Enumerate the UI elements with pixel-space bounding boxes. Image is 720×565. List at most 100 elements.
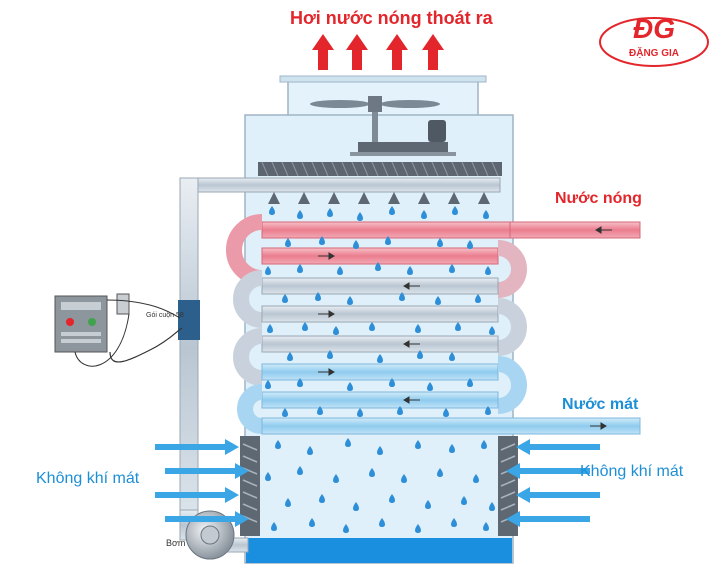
logo-mark: ĐG bbox=[633, 13, 675, 44]
water-droplet bbox=[275, 440, 281, 449]
pump bbox=[185, 510, 235, 560]
water-droplet bbox=[317, 406, 323, 415]
water-droplet bbox=[375, 262, 381, 271]
label-cool-air-right: Không khí mát bbox=[580, 463, 684, 480]
water-droplet bbox=[265, 472, 271, 481]
water-droplet bbox=[415, 524, 421, 533]
water-droplet bbox=[483, 522, 489, 531]
water-droplet bbox=[282, 408, 288, 417]
water-droplet bbox=[369, 322, 375, 331]
water-droplet bbox=[297, 466, 303, 475]
water-droplet bbox=[389, 494, 395, 503]
water-droplet bbox=[485, 406, 491, 415]
water-droplet bbox=[307, 446, 313, 455]
water-droplet bbox=[437, 238, 443, 247]
air-louvers-right bbox=[498, 436, 518, 536]
water-droplet bbox=[333, 326, 339, 335]
water-droplet bbox=[287, 352, 293, 361]
water-droplet bbox=[353, 240, 359, 249]
water-droplet bbox=[369, 468, 375, 477]
water-droplet bbox=[397, 406, 403, 415]
label-cool-air-left: Không khí mát bbox=[36, 470, 140, 487]
water-droplet bbox=[377, 446, 383, 455]
water-droplet bbox=[282, 294, 288, 303]
diagram-title: Hơi nước nóng thoát ra bbox=[290, 8, 493, 28]
water-droplet bbox=[415, 324, 421, 333]
top-vent bbox=[287, 79, 479, 121]
water-droplet bbox=[297, 210, 303, 219]
water-droplet bbox=[417, 350, 423, 359]
water-droplet bbox=[425, 500, 431, 509]
water-droplet bbox=[309, 518, 315, 527]
water-droplet bbox=[467, 240, 473, 249]
water-droplet bbox=[353, 502, 359, 511]
water-droplet bbox=[267, 324, 273, 333]
water-droplet bbox=[455, 322, 461, 331]
water-droplet bbox=[449, 352, 455, 361]
water-droplet bbox=[489, 502, 495, 511]
water-droplet bbox=[357, 408, 363, 417]
water-droplet bbox=[407, 266, 413, 275]
water-droplet bbox=[415, 440, 421, 449]
water-droplet bbox=[449, 444, 455, 453]
flow-arrows bbox=[318, 226, 612, 430]
water-droplet bbox=[385, 236, 391, 245]
water-droplet bbox=[452, 206, 458, 215]
spray-header bbox=[189, 177, 501, 193]
water-droplet bbox=[473, 474, 479, 483]
label-pump: Bơm bbox=[166, 538, 186, 548]
water-droplet bbox=[269, 206, 275, 215]
water-droplet bbox=[481, 440, 487, 449]
air-arrows-right bbox=[506, 439, 600, 527]
water-droplet bbox=[285, 498, 291, 507]
water-droplet bbox=[345, 438, 351, 447]
water-droplet bbox=[467, 378, 473, 387]
water-droplet bbox=[315, 292, 321, 301]
water-droplet bbox=[319, 494, 325, 503]
water-droplet bbox=[427, 382, 433, 391]
water-droplet bbox=[347, 296, 353, 305]
air-louvers-left bbox=[240, 436, 260, 536]
water-droplet bbox=[377, 354, 383, 363]
water-droplet bbox=[437, 468, 443, 477]
coil-wrap bbox=[178, 300, 200, 340]
water-droplet bbox=[379, 518, 385, 527]
water-droplet bbox=[265, 266, 271, 275]
water-basin bbox=[246, 538, 512, 563]
spray-nozzles bbox=[268, 192, 490, 204]
water-droplet bbox=[337, 266, 343, 275]
water-droplet bbox=[483, 210, 489, 219]
water-droplet bbox=[327, 208, 333, 217]
water-droplet bbox=[347, 382, 353, 391]
water-droplets bbox=[265, 206, 495, 533]
fan bbox=[310, 96, 456, 156]
control-box bbox=[54, 293, 183, 367]
label-coil: Gói cuộn 58 bbox=[146, 312, 184, 319]
water-droplet bbox=[297, 378, 303, 387]
air-arrows-left bbox=[155, 439, 249, 527]
label-cool-water: Nước mát bbox=[562, 396, 639, 413]
water-droplet bbox=[333, 474, 339, 483]
steam-arrows bbox=[312, 34, 444, 70]
water-droplet bbox=[285, 238, 291, 247]
water-droplet bbox=[343, 524, 349, 533]
water-droplet bbox=[451, 518, 457, 527]
water-droplet bbox=[421, 210, 427, 219]
label-hot-water: Nước nóng bbox=[555, 190, 642, 207]
water-droplet bbox=[271, 522, 277, 531]
logo-subtext: ĐẶNG GIA bbox=[629, 46, 679, 59]
water-droplet bbox=[399, 292, 405, 301]
water-droplet bbox=[485, 266, 491, 275]
water-droplet bbox=[461, 496, 467, 505]
water-droplet bbox=[449, 264, 455, 273]
water-droplet bbox=[389, 206, 395, 215]
water-droplet bbox=[265, 380, 271, 389]
water-droplet bbox=[489, 326, 495, 335]
dang-gia-logo: ĐG ĐẶNG GIA bbox=[599, 13, 709, 67]
riser-pipe bbox=[179, 177, 199, 519]
water-droplet bbox=[297, 264, 303, 273]
water-droplet bbox=[401, 474, 407, 483]
water-droplet bbox=[327, 350, 333, 359]
drift-eliminator bbox=[258, 161, 502, 177]
